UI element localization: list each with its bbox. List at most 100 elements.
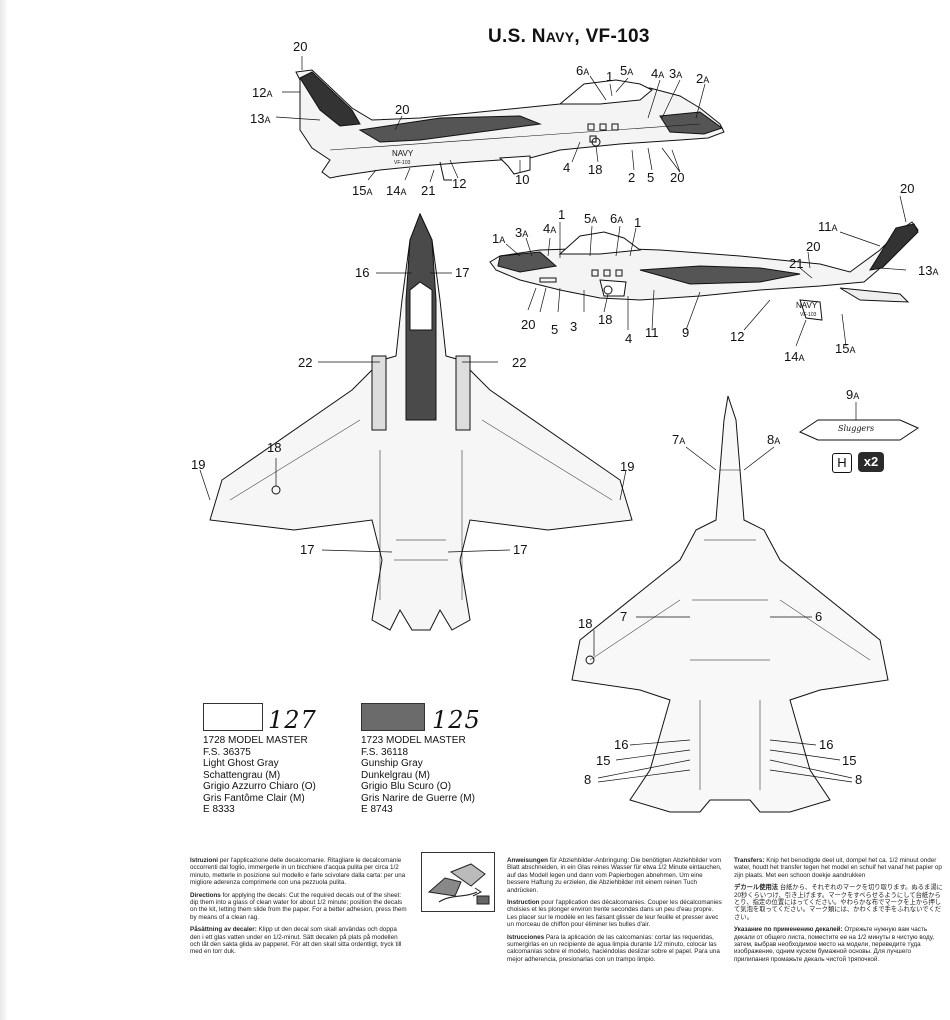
color-spec-light-ghost-gray: 1728 MODEL MASTER F.S. 36375 Light Ghost… bbox=[203, 735, 316, 816]
color-swatch-gunship-gray bbox=[361, 703, 425, 731]
instructions-column-3: Transfers: Knip het benodigde deel uit, … bbox=[734, 857, 944, 968]
instructions-column-2: Anweisungen für Abziehbilder-Anbringung:… bbox=[507, 857, 723, 968]
upper-tail-shadow bbox=[299, 71, 361, 127]
color-spec-line: E 8743 bbox=[361, 804, 393, 815]
callout-label: 17 bbox=[455, 265, 470, 280]
lower-leader-lines bbox=[505, 195, 907, 347]
marking-serial-upper: VF-103 bbox=[394, 160, 411, 166]
side-profile-lower bbox=[489, 195, 919, 347]
callout-label: 21 bbox=[789, 256, 804, 271]
color-spec-line: F.S. 36118 bbox=[361, 746, 409, 758]
callout-label: 18 bbox=[588, 162, 603, 177]
lower-canopy bbox=[558, 231, 642, 255]
callout-label: 16 bbox=[355, 265, 370, 280]
color-spec-line: Light Ghost Gray bbox=[203, 758, 279, 769]
callout-label: 4 bbox=[625, 331, 633, 346]
callout-label: 19 bbox=[191, 457, 206, 472]
handwritten-number: 127 bbox=[268, 706, 317, 734]
callout-label: 9A bbox=[846, 387, 860, 402]
instruction-dutch: Transfers: Knip het benodigde deel uit, … bbox=[734, 857, 942, 879]
lower-stencil-box bbox=[591, 269, 599, 277]
color-spec-line: Grigio Azzurro Chiaro (O) bbox=[203, 781, 316, 792]
marking-navy-upper: NAVY bbox=[392, 149, 414, 158]
instruction-italian: Istruzioni per l'applicazione delle deca… bbox=[190, 857, 406, 887]
callout-label: 1 bbox=[634, 215, 642, 230]
top-wing-glove-left bbox=[371, 355, 387, 431]
bottom-leader-lines bbox=[593, 446, 853, 783]
marking-navy-lower: NAVY bbox=[796, 301, 818, 310]
color-spec-line: Dunkelgrau (M) bbox=[361, 769, 430, 781]
lower-intake bbox=[599, 279, 627, 297]
callout-label: 5A bbox=[620, 63, 634, 78]
callout-label: 20 bbox=[395, 102, 410, 117]
callout-label: 2 bbox=[628, 170, 636, 185]
color-swatch-light-ghost-gray bbox=[203, 703, 263, 731]
upper-stencil-box bbox=[587, 123, 595, 131]
color-spec-line: E 8333 bbox=[203, 804, 235, 815]
callout-label: 7 bbox=[620, 609, 628, 624]
callout-label: 6A bbox=[576, 63, 590, 78]
lower-nose-shadow bbox=[497, 251, 558, 273]
callout-label: 5A bbox=[584, 211, 598, 226]
color-spec-line: 1728 MODEL MASTER bbox=[203, 735, 308, 746]
instructions-column-1: Istruzioni per l'applicazione delle deca… bbox=[190, 857, 408, 961]
side-profile-upper bbox=[275, 56, 725, 183]
callout-label: 16 bbox=[614, 737, 629, 752]
page-title: U.S. NAVY, VF-103 bbox=[488, 26, 650, 47]
top-outline bbox=[209, 212, 633, 631]
callout-label: 5 bbox=[551, 322, 559, 337]
callout-label: 21 bbox=[421, 183, 436, 198]
callout-label: 5 bbox=[647, 170, 655, 185]
callout-label: 15A bbox=[352, 183, 373, 198]
callout-label: 3A bbox=[515, 225, 529, 240]
callout-label: 1 bbox=[558, 207, 566, 222]
upper-gear bbox=[439, 161, 452, 181]
callout-label: 8A bbox=[767, 432, 781, 447]
legend-h-box: H bbox=[832, 453, 852, 473]
callout-label: 3A bbox=[669, 66, 683, 81]
callout-label: 1 bbox=[606, 69, 614, 84]
callout-label: 20 bbox=[670, 170, 685, 185]
color-spec-line: Schattengrau (M) bbox=[203, 769, 281, 781]
drop-tank-decal bbox=[798, 402, 920, 441]
callout-label: 10 bbox=[515, 172, 530, 187]
top-planform bbox=[199, 212, 633, 631]
callout-label: 12A bbox=[252, 85, 273, 100]
callout-label: 13A bbox=[918, 263, 939, 278]
bottom-outline bbox=[571, 395, 889, 813]
upper-stencil-box bbox=[599, 123, 607, 131]
lower-tailplane bbox=[839, 287, 910, 303]
callout-label: 3 bbox=[570, 319, 578, 334]
callout-label: 14A bbox=[386, 183, 407, 198]
bottom-panel-lines bbox=[589, 469, 871, 790]
top-canopy bbox=[409, 281, 433, 331]
color-spec-line: Grigio Blu Scuro (O) bbox=[361, 781, 452, 792]
callout-label: 6A bbox=[610, 211, 624, 226]
callout-label: 2A bbox=[696, 71, 710, 86]
callout-label: 20 bbox=[900, 181, 915, 196]
color-spec-line: Gris Fantôme Clair (M) bbox=[203, 792, 305, 804]
callout-label: 9 bbox=[682, 325, 690, 340]
color-spec-gunship-gray: 1723 MODEL MASTER F.S. 36118 Gunship Gra… bbox=[361, 735, 475, 816]
lower-stencil-box bbox=[603, 269, 611, 277]
color-spec-line: 1723 MODEL MASTER bbox=[361, 735, 466, 746]
instruction-japanese: デカール使用法 台紙から、それぞれのマークを切り取ります。ぬるま湯に20秒くらい… bbox=[734, 884, 943, 921]
callout-label: 19 bbox=[620, 459, 635, 474]
callout-label: 15 bbox=[842, 753, 857, 768]
callout-label: 17 bbox=[513, 542, 528, 557]
lower-stencil-box bbox=[615, 269, 623, 277]
callout-label: 4A bbox=[543, 221, 557, 236]
callout-label: 14A bbox=[784, 349, 805, 364]
top-leader-lines bbox=[199, 272, 627, 553]
callout-label: 1A bbox=[492, 231, 506, 246]
callout-label: 4A bbox=[651, 66, 665, 81]
instruction-spanish: Istrucciones Para la aplicación de las c… bbox=[507, 933, 720, 963]
lower-ventral-fin bbox=[799, 299, 823, 321]
callout-label: 8 bbox=[584, 772, 592, 787]
callout-label: 15A bbox=[835, 341, 856, 356]
top-wing-glove-right bbox=[455, 355, 471, 431]
lower-stripe bbox=[639, 265, 801, 285]
callout-label: 20 bbox=[521, 317, 536, 332]
lower-stencil-strip bbox=[539, 277, 557, 283]
